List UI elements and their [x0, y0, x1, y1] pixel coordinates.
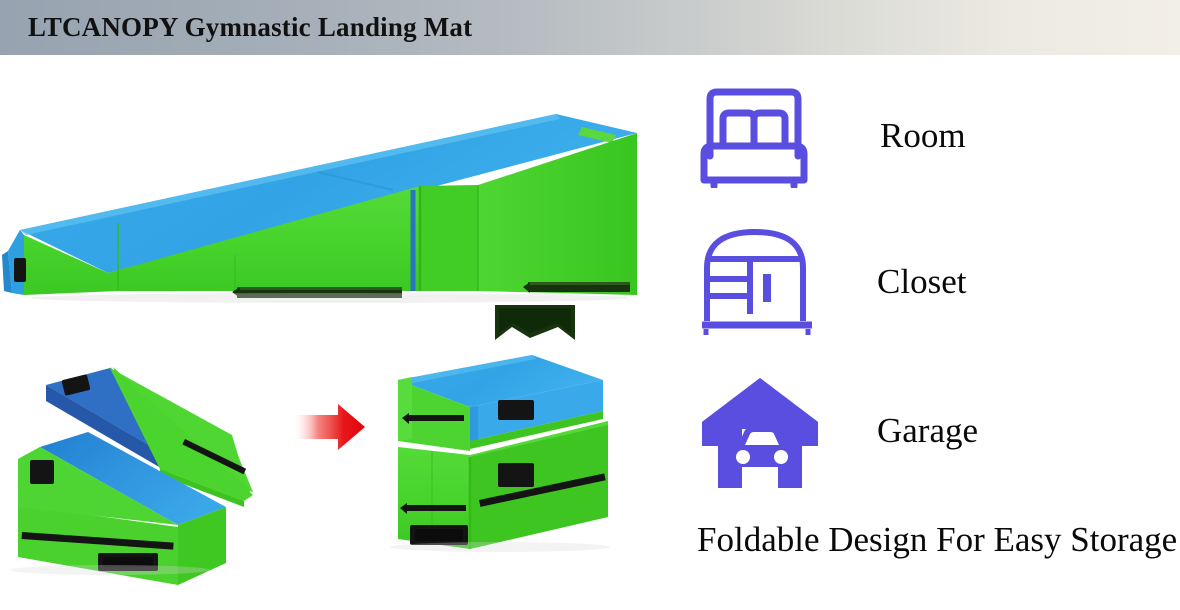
photo-wedge-mat-folded-cube: [390, 355, 610, 552]
feature-garage: Garage: [700, 374, 978, 488]
feature-label-room: Room: [880, 116, 966, 155]
bed-icon: [700, 88, 808, 188]
closet-icon: [702, 228, 812, 335]
product-photo-area: [0, 55, 690, 610]
page-title: LTCANOPY Gymnastic Landing Mat: [28, 12, 473, 42]
feature-label-closet: Closet: [877, 262, 967, 301]
fold-zipper-lower: [21, 531, 174, 550]
garage-icon: [702, 378, 818, 488]
cube-handle-strap: [410, 525, 468, 545]
feature-label-garage: Garage: [877, 411, 979, 450]
process-arrow: [293, 404, 365, 450]
photo-wedge-mat-open: [2, 114, 637, 340]
mat-handle-strap: [495, 305, 575, 340]
tagline: Foldable Design For Easy Storage: [697, 520, 1178, 559]
feature-closet: Closet: [700, 226, 966, 338]
fold-handle-strap: [98, 553, 158, 571]
feature-room: Room: [700, 84, 966, 188]
mat-zipper-right: [523, 282, 630, 293]
car-glyph: [730, 427, 794, 472]
fold-zipper-upper: [182, 439, 247, 475]
product-photos: [2, 114, 637, 585]
header-bar: LTCANOPY Gymnastic Landing Mat: [0, 0, 1180, 55]
mat-zipper-front: [232, 287, 402, 298]
photo-wedge-mat-folding: [10, 367, 253, 585]
